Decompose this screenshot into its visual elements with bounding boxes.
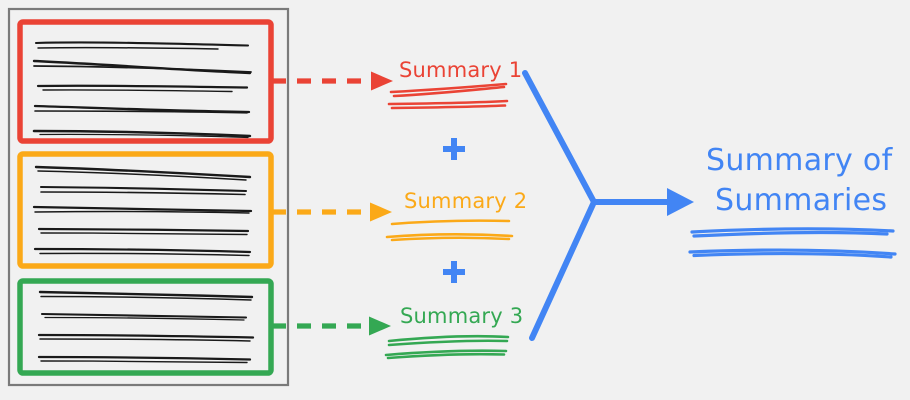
summary-1-label: Summary 1 <box>399 58 522 82</box>
summary-2-label: Summary 2 <box>404 189 527 213</box>
arrowhead-orange <box>370 202 392 222</box>
chunk-3-box[interactable] <box>17 278 274 376</box>
arrowhead-red <box>371 71 393 91</box>
final-summary-line-1: Summary of <box>706 143 894 178</box>
summary-3-group[interactable]: Summary 3 <box>384 304 523 360</box>
chunk-1-text-lines <box>32 41 252 139</box>
chunk-2-group[interactable] <box>17 151 274 269</box>
arrowhead-green <box>369 316 391 336</box>
plus-sign-2 <box>443 261 465 283</box>
summary-3-scribbles <box>384 334 510 360</box>
plus-sign-1 <box>443 138 465 160</box>
chunk-2-text-lines <box>32 165 253 257</box>
summary-2-scribbles <box>385 219 514 242</box>
merge-arrowhead <box>667 188 694 216</box>
chunk-3-text-lines <box>37 290 255 364</box>
chunk-1-group[interactable] <box>17 19 274 144</box>
final-summary-scribbles <box>688 227 897 259</box>
chunk-2-box[interactable] <box>17 151 274 269</box>
chunk-3-group[interactable] <box>17 278 274 376</box>
source-document-frame <box>7 7 290 387</box>
final-summary-group[interactable]: Summary of Summaries <box>688 143 897 259</box>
summary-3-label: Summary 3 <box>400 304 523 328</box>
summary-1-group[interactable]: Summary 1 <box>387 58 522 110</box>
arrow-chunk-2-to-summary-2 <box>272 202 392 222</box>
summary-1-scribbles <box>387 82 509 110</box>
merge-arrow-group <box>522 70 694 341</box>
final-summary-line-2: Summaries <box>715 183 887 218</box>
arrow-chunk-1-to-summary-1 <box>272 71 393 91</box>
arrow-chunk-3-to-summary-3 <box>272 316 391 336</box>
summary-2-group[interactable]: Summary 2 <box>385 189 527 242</box>
chunk-1-box[interactable] <box>17 19 274 144</box>
